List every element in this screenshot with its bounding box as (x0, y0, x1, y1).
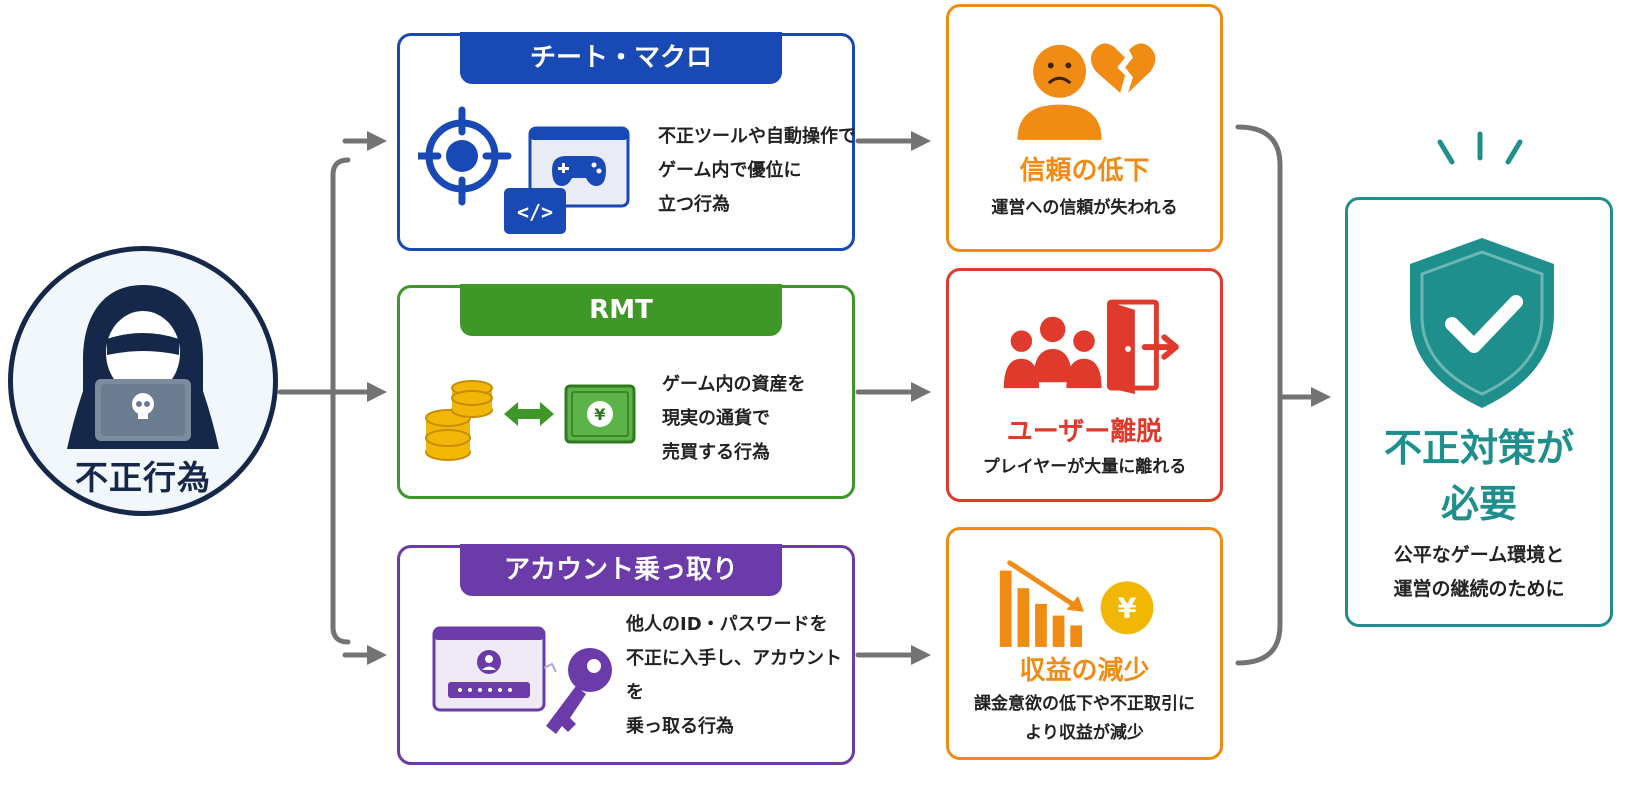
category-title-rmt: RMT (460, 284, 782, 336)
category-title-cheat: チート・マクロ (460, 32, 782, 84)
result-card: 不正対策が 必要 公平なゲーム環境と 運営の継続のために (1345, 197, 1613, 627)
svg-text:¥: ¥ (594, 405, 605, 424)
users-exit-door-icon (1003, 299, 1179, 394)
effect-title-churn: ユーザー離脱 (1006, 417, 1163, 447)
origin-label: 不正行為 (75, 458, 211, 497)
category-desc-takeover: 他人のID・パスワードを 不正に入手し、アカウントを 乗っ取る行為 (626, 614, 842, 737)
sad-user-broken-heart-icon (1017, 43, 1156, 140)
effect-title-revenue: 収益の減少 (1019, 656, 1150, 686)
effect-desc-churn: プレイヤーが大量に離れる (982, 457, 1187, 477)
category-card-takeover: アカウント乗っ取り 他人のID・パスワードを 不正に入手し、アカウントを 乗っ取… (397, 544, 855, 765)
coins-exchange-banknote-icon: ¥ (425, 380, 636, 461)
effects-bracket (1235, 124, 1283, 666)
category-title-takeover: アカウント乗っ取り (460, 544, 782, 596)
effect-desc-revenue: 課金意欲の低下や不正取引に より収益が減少 (974, 694, 1195, 743)
effect-desc-trust: 運営への信頼が失われる (991, 198, 1178, 218)
category-desc-rmt: ゲーム内の資産を 現実の通貨で 売買する行為 (662, 374, 806, 463)
crosshair-gamepad-icon: </> (418, 106, 630, 234)
svg-text:¥: ¥ (1118, 594, 1137, 625)
origin-node: 不正行為 (8, 246, 278, 516)
category-desc-cheat: 不正ツールや自動操作で ゲーム内で優位に 立つ行為 (658, 126, 856, 215)
login-key-icon (432, 626, 612, 734)
declining-chart-yen-icon: ¥ (999, 560, 1154, 647)
effect-card-churn: ユーザー離脱 プレイヤーが大量に離れる (946, 268, 1223, 502)
category-card-rmt: RMT ¥ ゲーム内の資産を 現実の通貨で 売買する行為 (397, 284, 855, 499)
shield-check-icon (1410, 238, 1554, 408)
spark-lines-icon (1437, 131, 1523, 165)
result-title: 不正対策が 必要 (1383, 426, 1574, 526)
category-card-cheat: チート・マクロ </> 不正ツールや自動操作で ゲーム内で優位に 立つ行為 (397, 32, 856, 251)
effect-card-trust: 信頼の低下 運営への信頼が失われる (946, 4, 1223, 252)
effect-title-trust: 信頼の低下 (1019, 156, 1150, 186)
svg-text:</>: </> (517, 200, 553, 224)
hooded-hacker-icon (67, 285, 219, 449)
branch-trunk (330, 157, 351, 645)
effect-card-revenue: ¥ 収益の減少 課金意欲の低下や不正取引に より収益が減少 (946, 527, 1223, 760)
result-desc: 公平なゲーム環境と 運営の継続のために (1393, 544, 1565, 600)
